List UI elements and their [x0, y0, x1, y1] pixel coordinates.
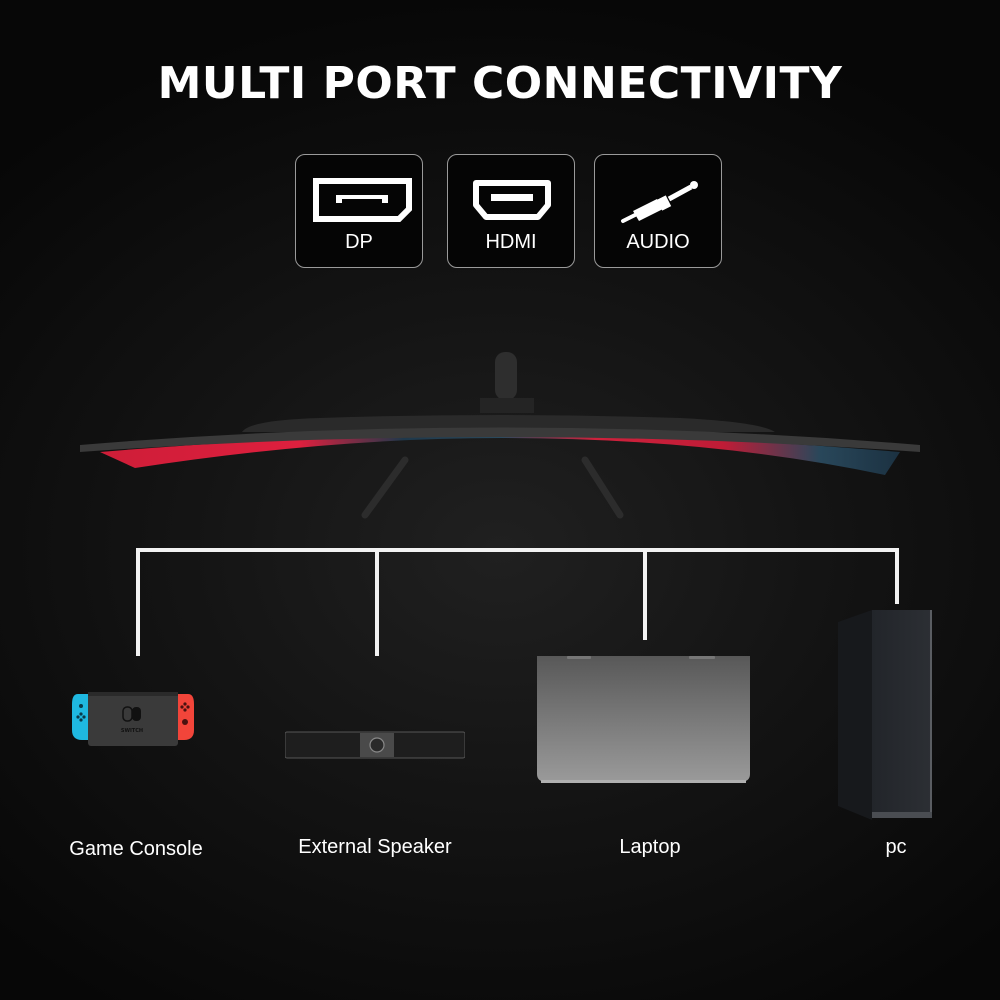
audio-jack-icon — [621, 181, 698, 223]
soundbar-icon — [284, 731, 466, 759]
nintendo-switch-icon: SWITCH — [72, 692, 194, 746]
curved-monitor-icon — [80, 352, 920, 519]
pc-tower-image — [838, 610, 934, 820]
connector-line-pc — [895, 548, 899, 604]
device-label-pc: pc — [885, 836, 907, 858]
port-card-dp: DP — [295, 154, 423, 268]
connector-line-laptop — [643, 548, 647, 640]
device-label-laptop: Laptop — [619, 836, 681, 858]
device-label-external-speaker: External Speaker — [298, 836, 452, 858]
game-console-image: SWITCH — [72, 690, 194, 746]
port-card-hdmi: HDMI — [447, 154, 575, 268]
connector-line-game-console — [136, 548, 140, 656]
svg-text:SWITCH: SWITCH — [121, 728, 143, 734]
displayport-icon — [313, 178, 412, 222]
external-speaker-image — [284, 730, 466, 760]
page-title: MULTI PORT CONNECTIVITY — [157, 58, 843, 109]
port-label-dp: DP — [345, 231, 373, 253]
port-card-audio: AUDIO — [594, 154, 722, 268]
monitor-image — [70, 340, 930, 530]
connector-bus-line — [136, 548, 899, 552]
laptop-image — [537, 656, 750, 784]
device-label-game-console: Game Console — [69, 838, 203, 860]
connector-line-speaker — [375, 548, 379, 656]
port-label-hdmi: HDMI — [485, 231, 537, 253]
hdmi-icon — [473, 180, 551, 220]
pc-tower-icon — [838, 610, 932, 820]
port-label-audio: AUDIO — [626, 231, 690, 253]
laptop-icon — [537, 656, 750, 783]
